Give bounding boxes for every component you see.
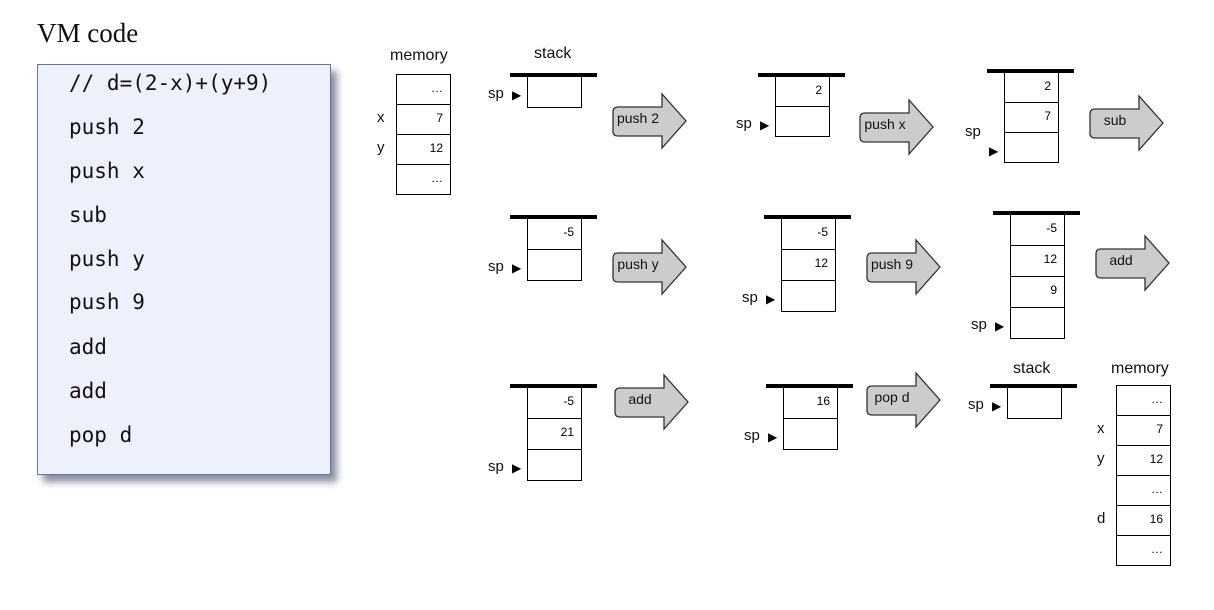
stack-top-bar <box>993 211 1080 215</box>
memory-initial-heading: memory <box>390 47 448 64</box>
stack-empty-cell <box>527 449 582 481</box>
operation-arrow-icon <box>612 92 687 150</box>
stack-cell: 16 <box>783 387 838 419</box>
sp-pointer-icon: ▶ <box>512 88 522 102</box>
code-line: push y <box>69 247 145 271</box>
stack-empty-cell <box>1010 307 1065 339</box>
sp-label: sp <box>488 85 504 102</box>
sp-label: sp <box>488 458 504 475</box>
operation-label: add <box>1109 252 1133 268</box>
stack-cell: 12 <box>1010 245 1065 277</box>
memory-final-label: d <box>1097 510 1106 527</box>
stack-cell: -5 <box>527 387 582 419</box>
memory-initial-label: x <box>377 109 385 126</box>
sp-label: sp <box>488 258 504 275</box>
sp-label: sp <box>968 396 984 413</box>
memory-final-label: y <box>1097 450 1105 467</box>
stack-heading: stack <box>1013 360 1051 377</box>
stack-top-bar <box>987 69 1074 73</box>
memory-final-cell: … <box>1116 475 1171 506</box>
operation-label: add <box>628 391 652 407</box>
operation-arrow-icon <box>614 373 689 431</box>
sp-label: sp <box>742 289 758 306</box>
memory-final-cell: 16 <box>1116 505 1171 536</box>
operation-label: push x <box>864 116 906 132</box>
stack-empty-cell <box>1004 132 1059 163</box>
memory-initial-label: y <box>377 139 385 156</box>
stack-cell: 9 <box>1010 276 1065 308</box>
stack-empty-cell <box>1007 387 1062 419</box>
sp-pointer-icon: ▶ <box>760 118 770 132</box>
memory-final-cell: … <box>1116 385 1171 416</box>
stack-top-bar <box>764 215 851 219</box>
operation-arrow-icon <box>612 238 687 296</box>
memory-final-cell: 12 <box>1116 445 1171 476</box>
stack-empty-cell <box>527 249 582 281</box>
code-line: push 9 <box>69 290 145 314</box>
vm-code-box: // d=(2-x)+(y+9) push 2 push x sub push … <box>37 64 331 475</box>
memory-initial-cell: … <box>396 164 451 195</box>
sp-pointer-icon: ▶ <box>766 292 776 306</box>
stack-empty-cell <box>527 76 582 108</box>
stack-cell: 2 <box>775 76 830 107</box>
memory-initial-cell: … <box>396 74 451 105</box>
sp-pointer-icon: ▶ <box>768 430 778 444</box>
sp-label: sp <box>736 115 752 132</box>
stack-cell: 2 <box>1004 72 1059 103</box>
stack-top-bar <box>510 215 597 219</box>
sp-label: sp <box>971 316 987 333</box>
operation-arrow-icon <box>1089 94 1164 152</box>
sp-pointer-icon: ▶ <box>989 144 999 158</box>
stack-cell: 12 <box>781 249 836 281</box>
operation-label: sub <box>1103 112 1127 128</box>
stack-cell: -5 <box>781 218 836 250</box>
operation-arrow-icon <box>859 98 934 156</box>
memory-final-label: x <box>1097 420 1105 437</box>
stack-cell: 21 <box>527 418 582 450</box>
sp-pointer-icon: ▶ <box>512 461 522 475</box>
code-line: push x <box>69 159 145 183</box>
stack-top-bar <box>990 384 1077 388</box>
stack-cell: -5 <box>527 218 582 250</box>
operation-label: push 2 <box>616 110 660 126</box>
sp-pointer-icon: ▶ <box>992 399 1002 413</box>
page-title: VM code <box>37 18 139 48</box>
sp-pointer-icon: ▶ <box>512 261 522 275</box>
code-line: sub <box>69 203 107 227</box>
operation-arrow-icon <box>866 238 941 296</box>
operation-label: push y <box>617 256 659 272</box>
stack-cell: 7 <box>1004 102 1059 133</box>
memory-initial-cell: 7 <box>396 104 451 135</box>
code-line: push 2 <box>69 115 145 139</box>
code-line: pop d <box>69 423 133 447</box>
sp-pointer-icon: ▶ <box>995 319 1005 333</box>
operation-label: pop d <box>874 389 910 405</box>
sp-label: sp <box>965 123 981 140</box>
memory-final-cell: … <box>1116 535 1171 566</box>
code-line: add <box>69 379 107 403</box>
stack-empty-cell <box>775 106 830 137</box>
operation-label: push 9 <box>870 256 914 272</box>
stack-top-bar <box>510 73 597 77</box>
stack-heading: stack <box>534 45 572 62</box>
code-line: add <box>69 335 107 359</box>
sp-label: sp <box>744 427 760 444</box>
memory-initial-cell: 12 <box>396 134 451 165</box>
stack-cell: -5 <box>1010 214 1065 246</box>
stack-top-bar <box>758 73 845 77</box>
code-line-comment: // d=(2-x)+(y+9) <box>69 71 272 95</box>
stack-empty-cell <box>783 418 838 450</box>
operation-arrow-icon <box>866 371 941 429</box>
memory-final-heading: memory <box>1111 360 1169 377</box>
stack-top-bar <box>510 384 597 388</box>
memory-final-cell: 7 <box>1116 415 1171 446</box>
stack-empty-cell <box>781 280 836 312</box>
operation-arrow-icon <box>1095 234 1170 292</box>
stack-top-bar <box>766 384 853 388</box>
